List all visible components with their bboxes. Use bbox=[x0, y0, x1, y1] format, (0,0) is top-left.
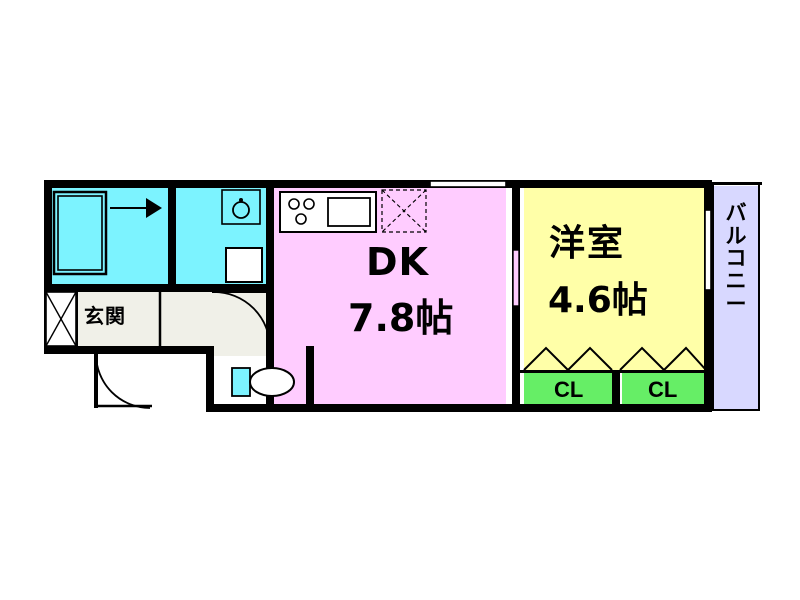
dk-area-label: 7.8帖 bbox=[348, 296, 454, 340]
washitsu-area bbox=[524, 186, 706, 372]
genkan-label: 玄関 bbox=[84, 304, 126, 328]
closet-right-label: CL bbox=[648, 377, 678, 402]
washitsu-area-label: 4.6帖 bbox=[548, 280, 648, 321]
dk-label: DK bbox=[366, 240, 429, 284]
corridor-area bbox=[212, 290, 268, 358]
washitsu-label: 洋室 bbox=[549, 223, 626, 264]
bathroom-area bbox=[50, 186, 168, 284]
closet-left-area bbox=[524, 372, 612, 410]
washroom-area bbox=[176, 186, 268, 284]
balcony-area bbox=[712, 186, 760, 410]
closet-left-label: CL bbox=[554, 377, 584, 402]
closet-right-area bbox=[622, 372, 706, 410]
balcony-label: バルコニー bbox=[725, 201, 747, 316]
